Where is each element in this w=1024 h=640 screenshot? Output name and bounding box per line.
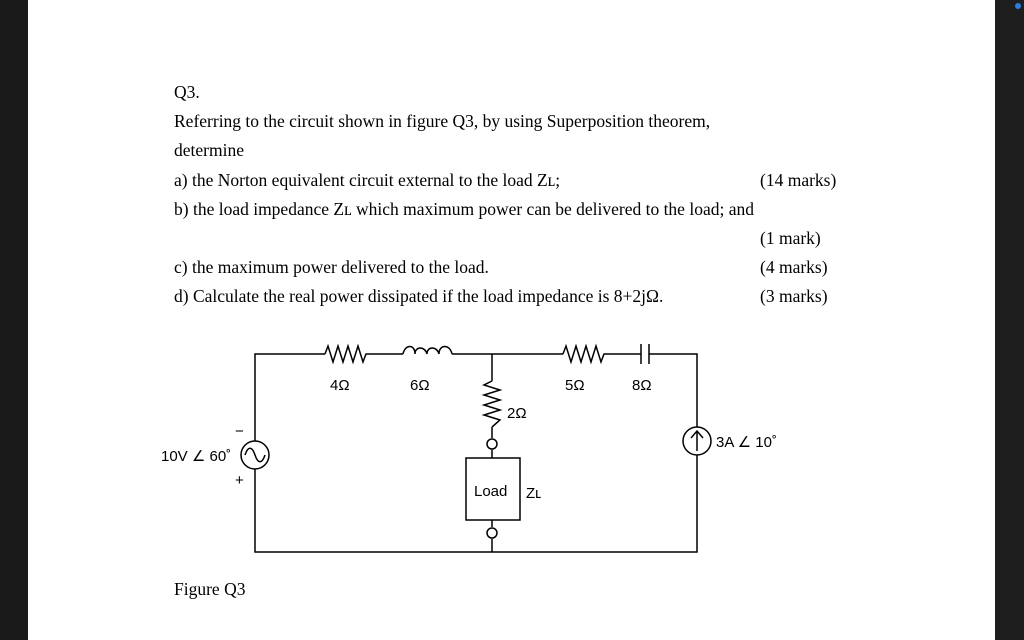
right-scrollbar[interactable] [995,0,1024,640]
resistor-5ohm [562,343,607,365]
label-load: Load [474,483,507,500]
part-c: c) the maximum power delivered to the lo… [174,257,489,277]
label-5ohm: 5Ω [565,377,585,394]
load-box [465,457,521,521]
resistor-4ohm [324,343,370,365]
sine-icon [244,447,266,463]
capacitor-8ohm [640,344,650,364]
part-a: a) the Norton equivalent circuit externa… [174,170,561,190]
status-dot [1015,3,1021,9]
part-b-marks: (1 mark) [760,228,821,248]
figure-caption: Figure Q3 [174,579,246,599]
label-4ohm: 4Ω [330,377,350,394]
label-plus: + [235,472,244,489]
intro-line-2: determine [174,140,244,160]
load-terminal-top [486,438,498,450]
label-6ohm: 6Ω [410,377,430,394]
wire-top-left [254,353,698,441]
arrow-up-icon [690,429,704,451]
resistor-2ohm [481,380,503,428]
label-2ohm: 2Ω [507,405,527,422]
document-page [28,0,995,640]
label-minus: − [235,423,244,440]
question-number: Q3. [174,82,200,102]
load-terminal-bottom [486,527,498,539]
part-a-marks: (14 marks) [760,170,837,190]
label-8ohm: 8Ω [632,377,652,394]
label-load-impedance: Zʟ [526,485,541,502]
intro-line-1: Referring to the circuit shown in figure… [174,111,711,131]
part-c-marks: (4 marks) [760,257,828,277]
label-current-source: 3A ∠ 10˚ [716,434,777,451]
part-d-marks: (3 marks) [760,286,828,306]
part-b: b) the load impedance Zʟ which maximum p… [174,199,754,219]
inductor-6ohm [402,345,453,355]
part-d: d) Calculate the real power dissipated i… [174,286,664,306]
label-voltage-source: 10V ∠ 60˚ [161,448,231,465]
wire-bottom [254,455,698,553]
